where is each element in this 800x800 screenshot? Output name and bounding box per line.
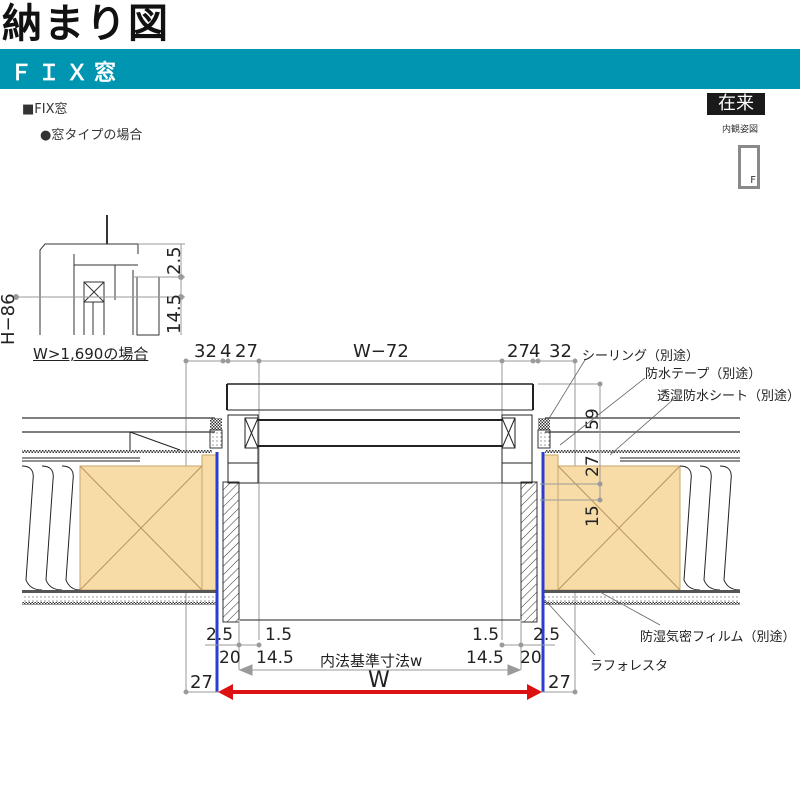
dim-27-left: 27 <box>235 341 258 362</box>
width-label: W <box>368 668 390 693</box>
large-width-note: W>1,690の場合 <box>33 345 149 363</box>
dim-4-left: 4 <box>220 341 232 362</box>
dim-27-bottom-right: 27 <box>548 672 571 693</box>
vertical-section-detail <box>39 215 160 336</box>
dim-1-5-bottom-left: 1.5 <box>265 625 293 645</box>
dim-27-right: 27 <box>507 341 530 362</box>
window-frame <box>226 383 534 621</box>
banner-title: ＦＩＸ窓 <box>10 61 123 86</box>
vertical-dim-lines <box>13 243 185 335</box>
dim-1-5-bottom-right: 1.5 <box>472 625 500 645</box>
inner-dimension-label: 内法基準寸法w <box>320 652 423 670</box>
window-elevation-icon: F <box>738 145 760 189</box>
dim-27-side: 27 <box>583 455 603 477</box>
dim-4-right: 4 <box>529 341 541 362</box>
dim-14-5-bottom-left: 14.5 <box>256 648 294 668</box>
elevation-caption: 内観姿図 <box>722 125 759 135</box>
elevation-letter: F <box>750 175 756 186</box>
dim-14-5-vertical: 14.5 <box>164 294 185 334</box>
dim-32-right: 32 <box>549 341 572 362</box>
dim-w-72: W−72 <box>353 341 409 362</box>
dim-15-side: 15 <box>583 505 603 527</box>
construction-type-badge: 在来 <box>707 93 765 115</box>
bottom-dim-lines <box>183 620 578 695</box>
page-title: 納まり図 <box>2 1 170 47</box>
callout-sealing: シーリング（別途） <box>582 349 700 364</box>
height-label: H−86 <box>0 293 19 345</box>
width-arrow-right <box>527 684 542 700</box>
callout-vapor-film: 防湿気密フィルム（別途） <box>640 630 796 645</box>
dim-20-bottom-left: 20 <box>219 648 241 668</box>
dim-2-5-vertical: 2.5 <box>164 246 185 275</box>
dim-27-bottom-left: 27 <box>190 672 213 693</box>
section-title: ■FIX窓 <box>22 102 68 117</box>
callout-leaders <box>544 359 676 656</box>
dim-2-5-bottom-right: 2.5 <box>533 625 561 645</box>
callout-lath: ラフォレスタ <box>590 659 669 674</box>
wall-left <box>21 417 240 623</box>
top-dimension-line <box>183 358 600 690</box>
width-arrow-left <box>218 684 233 700</box>
dim-2-5-bottom-left: 2.5 <box>206 625 234 645</box>
wall-right <box>520 417 741 623</box>
dim-20-bottom-right: 20 <box>520 648 542 668</box>
case-label: ●窓タイプの場合 <box>40 128 143 143</box>
section-banner: ＦＩＸ窓 <box>0 49 800 89</box>
dim-14-5-bottom-right: 14.5 <box>466 648 504 668</box>
callout-breathable-sheet: 透湿防水シート（別途） <box>657 389 800 404</box>
right-side-dims <box>540 381 603 503</box>
dim-32-left: 32 <box>194 341 217 362</box>
callout-waterproof-tape: 防水テープ（別途） <box>645 367 762 382</box>
